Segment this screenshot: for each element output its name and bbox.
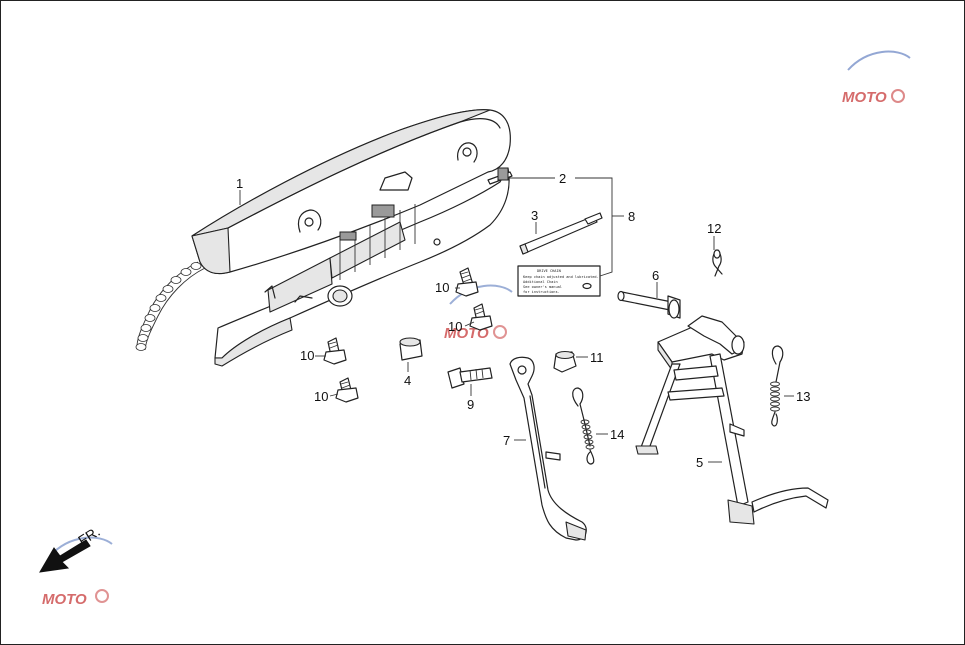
part-10-bolt-c: [323, 337, 347, 365]
callout-10-a: 10: [435, 280, 449, 295]
part-11-nut: [553, 350, 577, 373]
watermark-text: MOTO: [842, 89, 887, 106]
cover-grill: [339, 204, 395, 241]
callout-14: 14: [610, 427, 624, 442]
watermark-top-right: MOTO: [842, 50, 911, 106]
part-7-side-stand: [509, 356, 587, 541]
callout-9: 9: [467, 397, 474, 412]
callout-4: 4: [404, 373, 411, 388]
part-10-bolt-d: [335, 377, 359, 403]
label-line-3: See owner's manual: [523, 285, 562, 289]
part-4-grommet: [399, 337, 423, 361]
front-direction-indicator: FR.: [39, 523, 103, 573]
callout-8: 8: [628, 209, 635, 224]
label-title: DRIVE CHAIN: [537, 269, 561, 273]
part-3-rod: [519, 212, 603, 255]
callout-11: 11: [590, 350, 604, 365]
callout-2: 2: [559, 171, 566, 186]
part-2-chain-cover-lower: [214, 167, 513, 367]
part-12-cotter-pin: [712, 249, 723, 277]
callout-10-d: 10: [314, 389, 328, 404]
part-10-bolt-b: [469, 303, 493, 331]
label-line-1: Keep chain adjusted and lubricated.: [523, 275, 599, 279]
part-13-spring: [770, 345, 784, 427]
part-6-pivot-bolt: [617, 290, 681, 319]
callout-numbers: 1 2 3 8 12 6 10 10 10 10 4 9 11 7 14 13 …: [236, 171, 810, 470]
callout-10-c: 10: [300, 348, 314, 363]
watermark-text: MOTO: [42, 591, 87, 608]
label-line-4: for instructions.: [523, 290, 560, 294]
callout-10-b: 10: [448, 319, 462, 334]
label-line-2: Additional Chain: [523, 280, 558, 284]
callout-6: 6: [652, 268, 659, 283]
leader-lines: [239, 177, 794, 463]
callout-7: 7: [503, 433, 510, 448]
part-14-spring: [572, 387, 595, 465]
callout-3: 3: [531, 208, 538, 223]
part-1-chain-cover-upper: [191, 109, 511, 275]
callout-1: 1: [236, 176, 243, 191]
drive-chain-fragment: [135, 261, 206, 351]
callout-13: 13: [796, 389, 810, 404]
callout-12: 12: [707, 221, 721, 236]
part-9-bolt: [447, 367, 493, 389]
callout-5: 5: [696, 455, 703, 470]
part-10-bolt-a: [455, 267, 479, 297]
part-5-main-stand: [635, 315, 829, 525]
front-arrow-icon: [39, 539, 91, 573]
part-8-label: DRIVE CHAIN Keep chain adjusted and lubr…: [517, 265, 601, 297]
